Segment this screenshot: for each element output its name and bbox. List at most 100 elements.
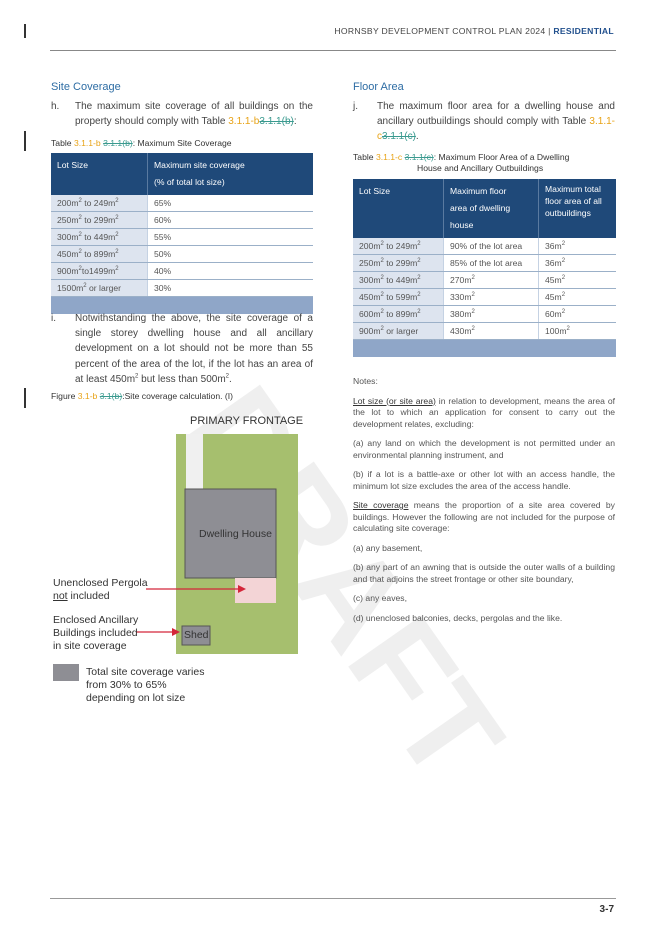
coverage-value: 40% (147, 262, 313, 280)
lot-size: 900m (359, 326, 381, 336)
clause-i-label: i. (51, 313, 56, 324)
coverage-value: 55% (147, 228, 313, 246)
lot-size: 250m (359, 258, 381, 268)
sup: 2 (417, 258, 421, 265)
floor-area-heading: Floor Area (353, 81, 404, 93)
clause-j-text: The maximum floor area for a dwelling ho… (377, 101, 615, 128)
notes-section: Notes: Lot size (or site area) in relati… (353, 376, 615, 632)
sup: 2 (225, 373, 230, 380)
pergola-arrowhead (238, 585, 246, 593)
sup: 2 (115, 215, 119, 222)
sup: 2 (417, 292, 421, 299)
col-header-line: Maximum site coverage (154, 160, 245, 170)
clause-h-end: : (293, 116, 297, 128)
term: Site coverage (353, 500, 409, 510)
lot-size: 300m (57, 232, 79, 242)
lot-size: to 299m (383, 258, 418, 268)
note-lot-size: Lot size (or site area) in relation to d… (353, 396, 615, 431)
sup: 2 (561, 258, 566, 265)
house-area: 380m (450, 309, 472, 319)
sup: 2 (135, 373, 139, 380)
table-c-caption: Table 3.1.1-c 3.1.1(c): Maximum Floor Ar… (353, 152, 569, 174)
outbuilding-area: 45m (545, 275, 562, 285)
ancillary-line: in site coverage (53, 640, 127, 652)
note-item: (a) any land on which the development is… (353, 438, 615, 460)
change-mark (24, 24, 26, 38)
outbuilding-area: 60m (545, 309, 562, 319)
sup: 2 (417, 241, 421, 248)
lot-size: 250m (57, 215, 79, 225)
note-item: (c) any eaves, (353, 593, 407, 603)
lot-size: 300m (359, 275, 381, 285)
sup: 2 (471, 309, 475, 316)
sup: 2 (115, 232, 119, 239)
header-rule (50, 50, 616, 51)
sup: 2 (115, 266, 119, 273)
pergola-label: Unenclosed Pergola not included (53, 577, 148, 603)
inserted-ref: 3.1.1-c (377, 116, 615, 143)
sup: 2 (417, 275, 421, 282)
note-item: (a) any basement, (353, 542, 423, 553)
shed-arrowhead (172, 628, 180, 636)
site-coverage-heading: Site Coverage (51, 81, 121, 93)
col-header-line: (% of total lot size) (154, 177, 225, 187)
sup: 2 (471, 292, 475, 299)
primary-frontage-label: PRIMARY FRONTAGE (190, 415, 304, 427)
page-header: HORNSBY DEVELOPMENT CONTROL PLAN 2024 | … (334, 26, 614, 36)
lot-size: to 449m (81, 232, 116, 242)
col-header-line: outbuildings (545, 208, 591, 218)
deleted-ref: 3.1.1(c) (404, 152, 434, 162)
header-section: RESIDENTIAL (553, 26, 614, 36)
outbuilding-area: 36m (545, 241, 562, 251)
caption-text: : Maximum Floor Area of a Dwelling (433, 152, 570, 162)
outbuilding-area: 100m (545, 326, 567, 336)
dwelling-house-label: Dwelling House (199, 528, 272, 540)
house-area: 430m (450, 326, 472, 336)
sup: 2 (561, 275, 566, 282)
lot-size: to 449m (383, 275, 418, 285)
notes-title: Notes: (353, 376, 378, 386)
ancillary-label: Enclosed Ancillary Buildings included in… (53, 614, 138, 653)
col-max-coverage: Maximum site coverage (% of total lot siz… (147, 153, 313, 195)
pergola-line: Unenclosed Pergola (53, 577, 148, 589)
sup: 2 (380, 275, 384, 282)
coverage-value: 65% (147, 195, 313, 212)
change-mark (24, 131, 26, 151)
lot-size: 200m (57, 198, 79, 208)
house-area: 330m (450, 292, 472, 302)
change-mark (24, 388, 26, 408)
deleted-ref: 3.1.1(b) (259, 116, 294, 128)
lot-size: or larger (383, 326, 419, 336)
col-header-line: floor area of all (545, 196, 602, 206)
dwelling-house-shape (184, 488, 277, 579)
inserted-ref: 3.1.1-b (73, 138, 101, 148)
legend-line: depending on lot size (86, 692, 186, 704)
definition: means the proportion of a site area cove… (353, 500, 615, 533)
shed-shape (181, 625, 211, 646)
caption-prefix: Table (51, 138, 74, 148)
sup: 2 (417, 309, 421, 316)
definition: in relation to development, means the ar… (353, 395, 615, 429)
deleted-ref: 3.1.1(b) (103, 138, 133, 148)
note-site-coverage: Site coverage means the proportion of a … (353, 500, 615, 535)
footer-rule (50, 898, 616, 899)
col-lot-size: Lot Size (353, 179, 444, 238)
coverage-value: 60% (147, 211, 313, 229)
legend-swatch (53, 664, 79, 681)
sup: 2 (380, 241, 384, 248)
sup: 2 (78, 266, 82, 273)
clause-j-end: . (415, 131, 419, 143)
lot-size: 450m (57, 249, 79, 259)
lot-size: to 299m (81, 215, 116, 225)
legend-line: Total site coverage varies (86, 666, 205, 678)
lot-size: or larger (86, 283, 122, 293)
